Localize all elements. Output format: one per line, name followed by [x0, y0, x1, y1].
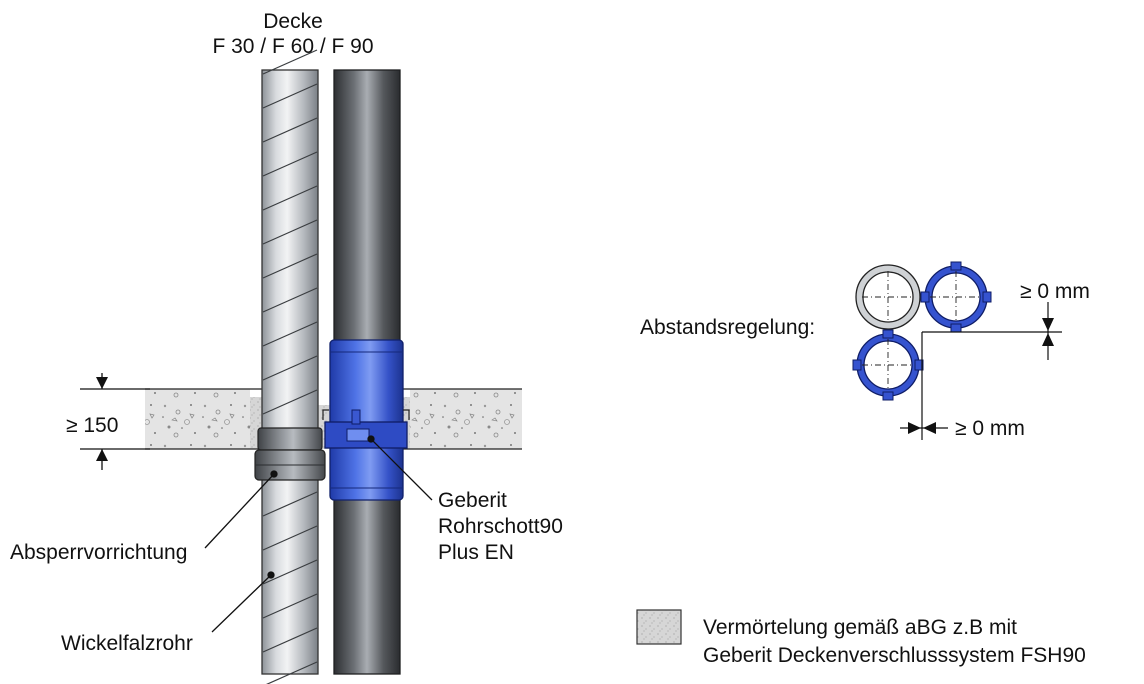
spiral-seam [262, 83, 318, 109]
thickness-dimension [80, 373, 150, 470]
spiral-duct-pipe [254, 49, 326, 684]
shutoff-label: Absperrvorrichtung [10, 541, 188, 564]
spiral-seam [262, 627, 318, 653]
product-label-line3: Plus EN [438, 541, 514, 564]
spiral-seam [262, 185, 318, 211]
ceiling-title-line1: Decke [263, 10, 323, 33]
spiral-seam [262, 49, 318, 75]
slab-left [145, 389, 250, 449]
legend-line2: Geberit Deckenverschlusssystem FSH90 [703, 644, 1086, 667]
thickness-label: ≥ 150 [66, 414, 119, 437]
spiral-pipe-label: Wickelfalzrohr [61, 632, 193, 655]
spiral-seam [262, 559, 318, 585]
spacing-title: Abstandsregelung: [640, 316, 816, 339]
legend-text: Vermörtelung gemäß aBG z.B mit Geberit D… [703, 614, 1086, 670]
spiral-seam [262, 355, 318, 381]
product-label-line1: Geberit [438, 489, 507, 512]
legend-line1: Vermörtelung gemäß aBG z.B mit [703, 616, 1017, 639]
spacing-vertical-label: ≥ 0 mm [1020, 280, 1090, 303]
spiral-seam [262, 389, 318, 415]
spiral-seam [262, 525, 318, 551]
spiral-seam [262, 117, 318, 143]
spiral-seam [262, 491, 318, 517]
ceiling-title: Decke F 30 / F 60 / F 90 [188, 9, 398, 59]
product-label-line2: Rohrschott90 [438, 515, 563, 538]
spiral-seam [262, 287, 318, 313]
slab-right [410, 389, 522, 449]
ceiling-title-line2: F 30 / F 60 / F 90 [212, 35, 374, 58]
spacing-horizontal-label: ≥ 0 mm [955, 417, 1025, 440]
product-label: Geberit Rohrschott90 Plus EN [438, 488, 563, 566]
spiral-seam [262, 151, 318, 177]
spiral-seam [262, 219, 318, 245]
legend-swatch [636, 609, 682, 645]
spiral-seam [262, 253, 318, 279]
dark-pipe [322, 69, 410, 675]
spiral-seam [262, 593, 318, 619]
spacing-detail [852, 261, 1062, 440]
fire-collar [322, 339, 410, 501]
leader-lines [204, 435, 433, 633]
shutoff-device [254, 427, 326, 481]
spiral-seam [262, 321, 318, 347]
